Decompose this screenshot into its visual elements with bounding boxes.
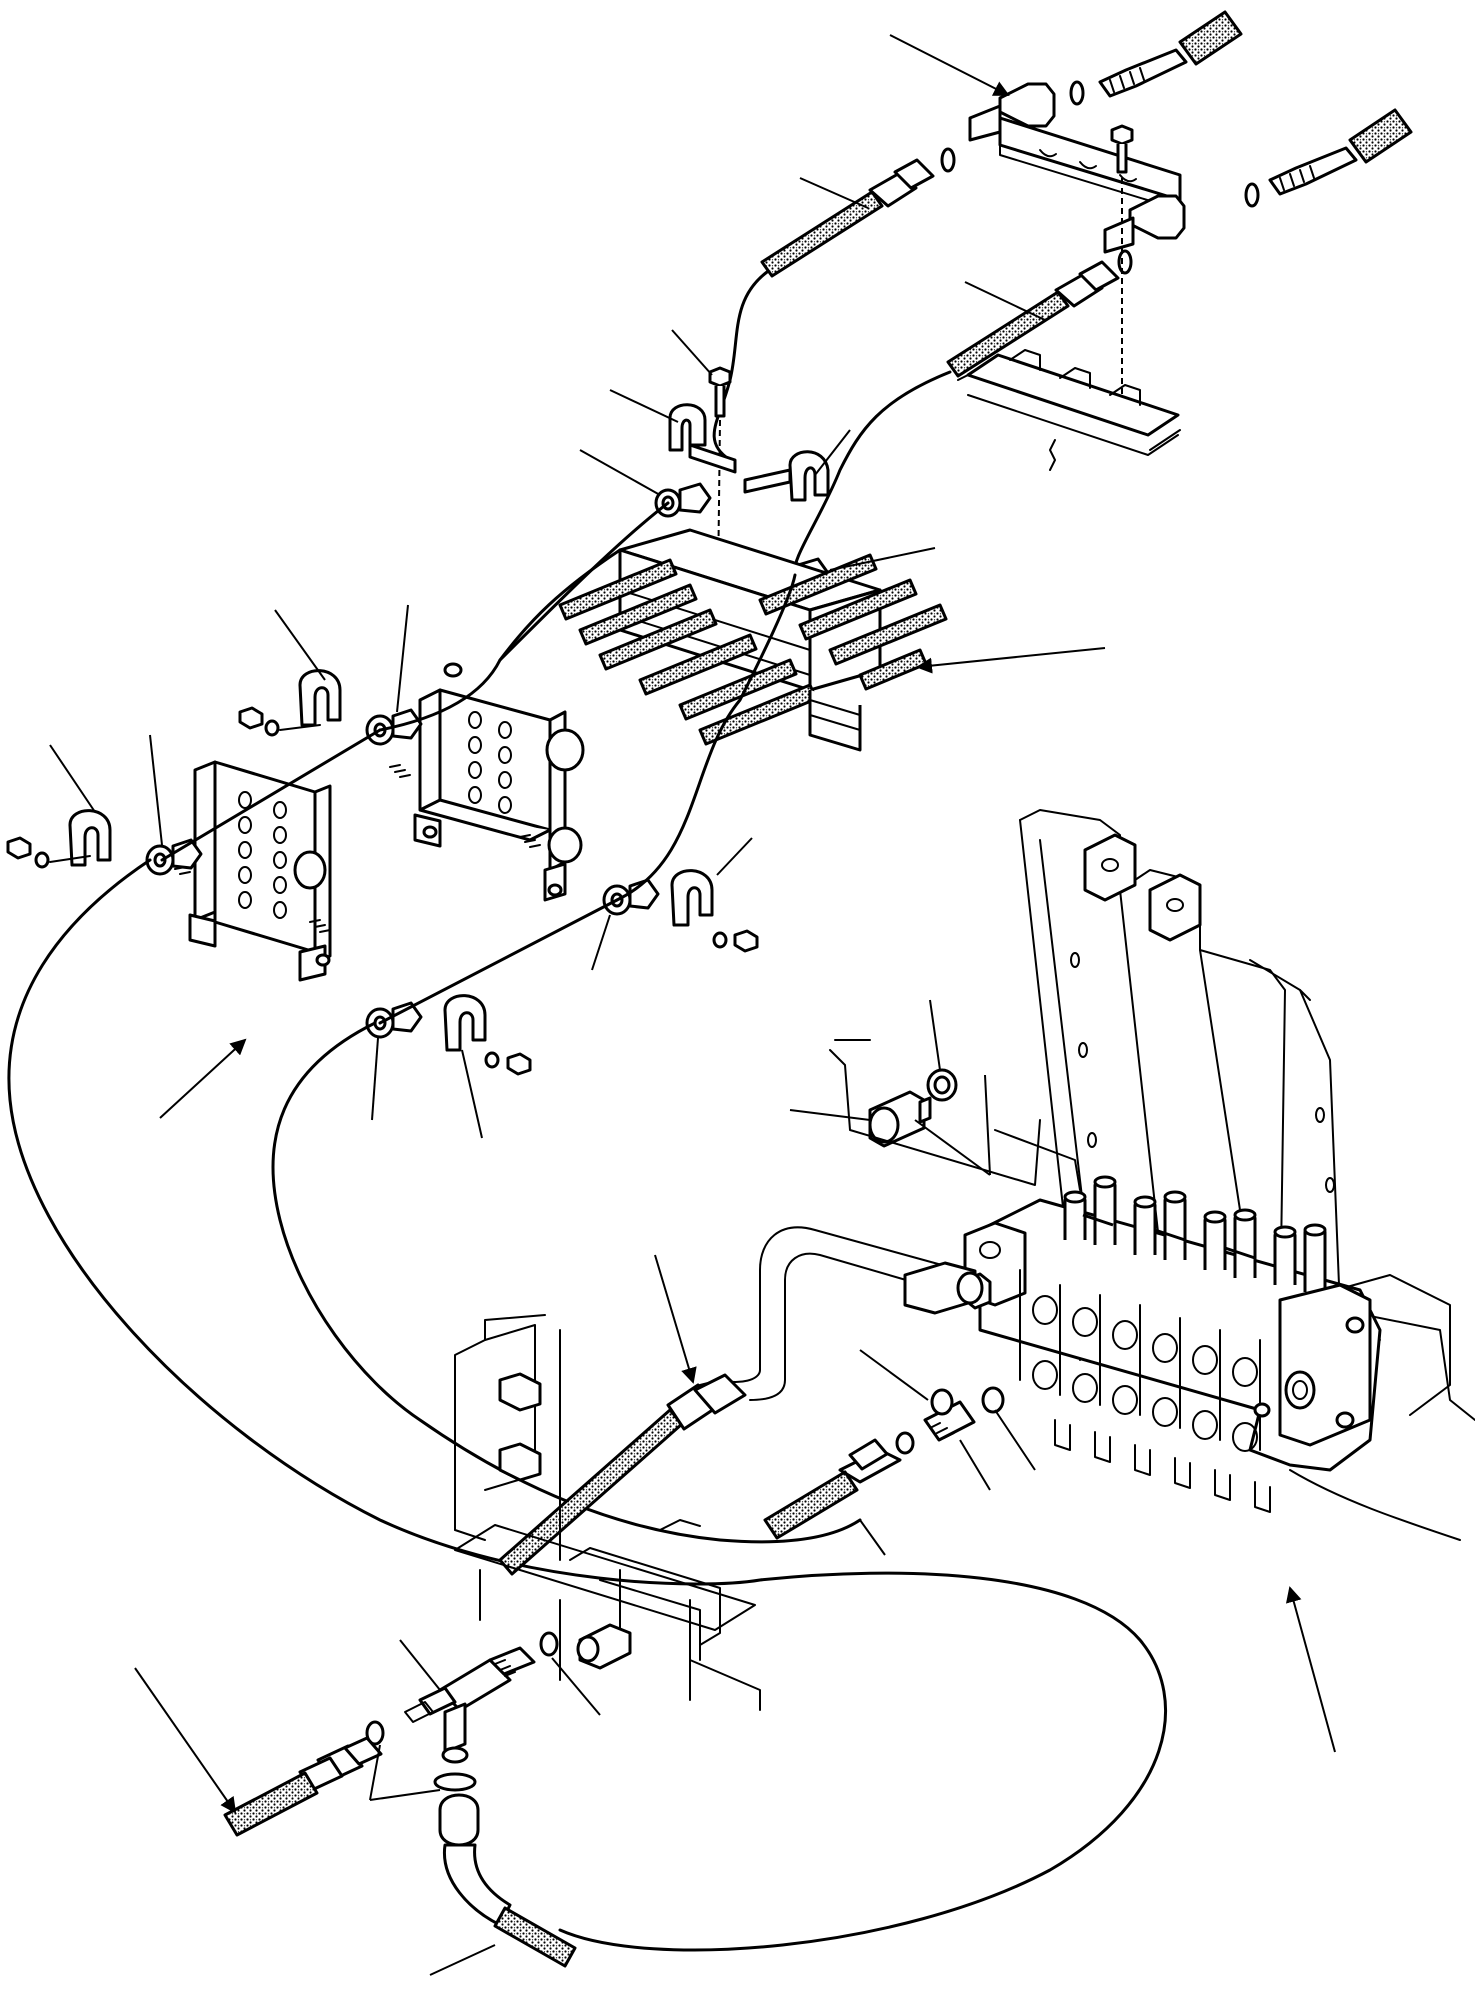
leader-line <box>579 449 661 496</box>
callout-arrows <box>134 34 1336 1814</box>
tee-oring-c <box>433 1772 477 1792</box>
clamp-plate-upper <box>389 662 585 902</box>
frame-bracket <box>1019 809 1475 1541</box>
leader-line <box>609 389 679 423</box>
tube-connector-assembly <box>940 10 1413 471</box>
clamp-mid-right <box>670 869 714 927</box>
tube-bundle <box>558 528 948 752</box>
leader-line <box>551 1657 601 1716</box>
leader-line <box>371 1037 379 1121</box>
leader-line <box>829 547 936 571</box>
leader-line <box>994 1409 1036 1471</box>
control-valve <box>963 1175 1382 1513</box>
plug <box>868 1090 932 1148</box>
valve-adapter <box>895 1386 1005 1455</box>
leader-line <box>591 914 611 971</box>
leader-line <box>461 1049 483 1139</box>
clamp-plate-lower <box>169 760 332 982</box>
hose-c <box>498 1373 747 1576</box>
leader-line <box>959 1439 991 1491</box>
leader-line <box>964 281 1046 321</box>
left-bracket <box>454 1314 561 1561</box>
tee-fitting <box>404 1646 536 1764</box>
leader-line <box>716 837 753 876</box>
lower-rail <box>454 1519 761 1711</box>
valve-hose <box>763 1438 902 1540</box>
leader-line <box>799 177 869 209</box>
tee-oring-a <box>539 1631 559 1657</box>
callout-arrow <box>916 647 1106 674</box>
leader-line <box>429 1944 496 1976</box>
clamp-upper-left <box>298 669 342 727</box>
leader-line <box>369 1789 441 1801</box>
leader-line <box>49 744 96 813</box>
leader-line <box>274 609 326 681</box>
leader-line <box>671 329 713 376</box>
half-clamp-a <box>668 403 737 474</box>
bolt-top <box>1110 124 1134 400</box>
callout-arrow <box>889 34 1010 96</box>
bolt-mid <box>708 366 732 586</box>
inlet-hose <box>223 1736 383 1837</box>
leader-line <box>814 429 851 476</box>
leader-line <box>399 1639 441 1691</box>
clamp-lower-right <box>443 994 487 1052</box>
leader-line <box>859 1519 886 1556</box>
leader-line <box>929 999 941 1071</box>
leader-line <box>369 1744 381 1801</box>
callout-arrow <box>654 1254 697 1384</box>
hose-b <box>792 260 1120 577</box>
leader-line <box>149 734 163 846</box>
callout-arrow <box>159 1038 247 1119</box>
half-clamp-b <box>743 450 830 502</box>
leader-line <box>859 1349 929 1401</box>
callout-arrow <box>134 1667 237 1814</box>
hose-a <box>712 158 935 462</box>
nut-lower-left <box>6 836 32 860</box>
leader-line <box>396 604 409 713</box>
nut-upper-left <box>238 706 264 730</box>
clamp-lower-left <box>68 809 112 867</box>
callout-arrow <box>1285 1586 1336 1753</box>
elbow-hose <box>438 1793 577 1968</box>
leader-lines <box>49 177 1046 1976</box>
tee-oring-b <box>365 1720 385 1746</box>
leader-line <box>789 1109 871 1121</box>
